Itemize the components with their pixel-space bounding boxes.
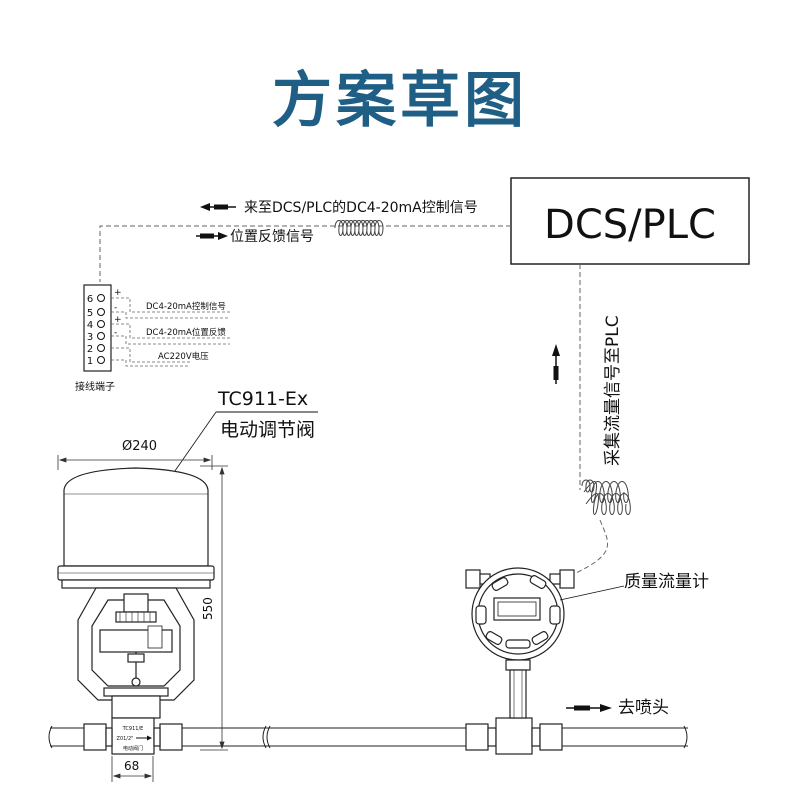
dcs-plc-box: [510, 177, 750, 265]
control-signal-arrow: [200, 203, 236, 211]
terminal-note: DC4-20mA控制信号: [146, 301, 226, 312]
diameter-dimension: [57, 455, 213, 470]
terminal-note: AC220V电压: [158, 351, 209, 362]
valve-model-label: TC911-Ex: [217, 388, 308, 410]
width-dimension: [111, 756, 154, 782]
valve-leader-line: [169, 411, 217, 479]
dcs-plc-label: DCS/PLC: [544, 202, 716, 248]
width-label: 68: [124, 759, 139, 773]
terminal-note: DC4-20mA位置反馈: [146, 327, 226, 338]
nameplate-model: TC911/E: [122, 726, 144, 732]
valve-actuator: [57, 467, 215, 719]
valve-name-label: 电动调节阀: [220, 419, 315, 441]
terminal-screw-icon: [97, 344, 105, 352]
terminal-screw-icon: [97, 294, 105, 302]
page-title: 方案草图: [272, 66, 528, 136]
terminal-sign: +: [114, 288, 122, 298]
mass-flow-meter-label: 质量流量计: [624, 572, 709, 592]
terminal-number: 4: [87, 320, 93, 331]
terminal-block-label: 接线端子: [75, 380, 115, 393]
terminal-rows: 6 + 5 - 4 + 3 - 2 1: [87, 288, 122, 367]
terminal-screw-icon: [97, 332, 105, 340]
position-feedback-arrow: [196, 232, 228, 240]
terminal-wires: [111, 297, 230, 367]
terminal-sign: +: [114, 315, 122, 325]
signal-cable: [99, 225, 511, 282]
height-label: 550: [201, 597, 215, 620]
pipe-fittings: [465, 717, 563, 755]
terminal-sign: -: [114, 328, 117, 338]
valve-body: [83, 717, 183, 755]
to-nozzle-arrow: [566, 704, 612, 712]
acquire-signal-label: 采集流量信号至PLC: [603, 315, 623, 466]
flow-direction-arrow: [136, 735, 152, 741]
terminal-number: 2: [87, 344, 93, 355]
pipeline: [48, 725, 688, 749]
nameplate-name: 电动阀门: [123, 745, 143, 752]
acquire-signal-arrow: [552, 344, 560, 384]
terminal-screw-icon: [97, 320, 105, 328]
terminal-number: 6: [87, 294, 93, 305]
to-nozzle-label: 去喷头: [618, 698, 669, 718]
diameter-label: Ø240: [122, 439, 157, 454]
flow-signal-cable: [559, 264, 609, 581]
terminal-number: 5: [87, 308, 93, 319]
terminal-number: 3: [87, 332, 93, 343]
terminal-screw-icon: [97, 308, 105, 316]
terminal-sign: -: [114, 303, 117, 313]
cable-coil-right: [581, 479, 631, 515]
terminal-number: 1: [87, 356, 93, 367]
position-feedback-label: 位置反馈信号: [230, 229, 314, 245]
terminal-screw-icon: [97, 356, 105, 364]
cable-coil-top: [334, 220, 384, 236]
control-signal-label: 来至DCS/PLC的DC4-20mA控制信号: [244, 200, 478, 216]
flow-meter-leader-line: [559, 585, 625, 601]
nameplate-size: Z01/2": [117, 736, 134, 742]
height-dimension: [200, 465, 228, 751]
mass-flow-meter: [465, 567, 575, 719]
